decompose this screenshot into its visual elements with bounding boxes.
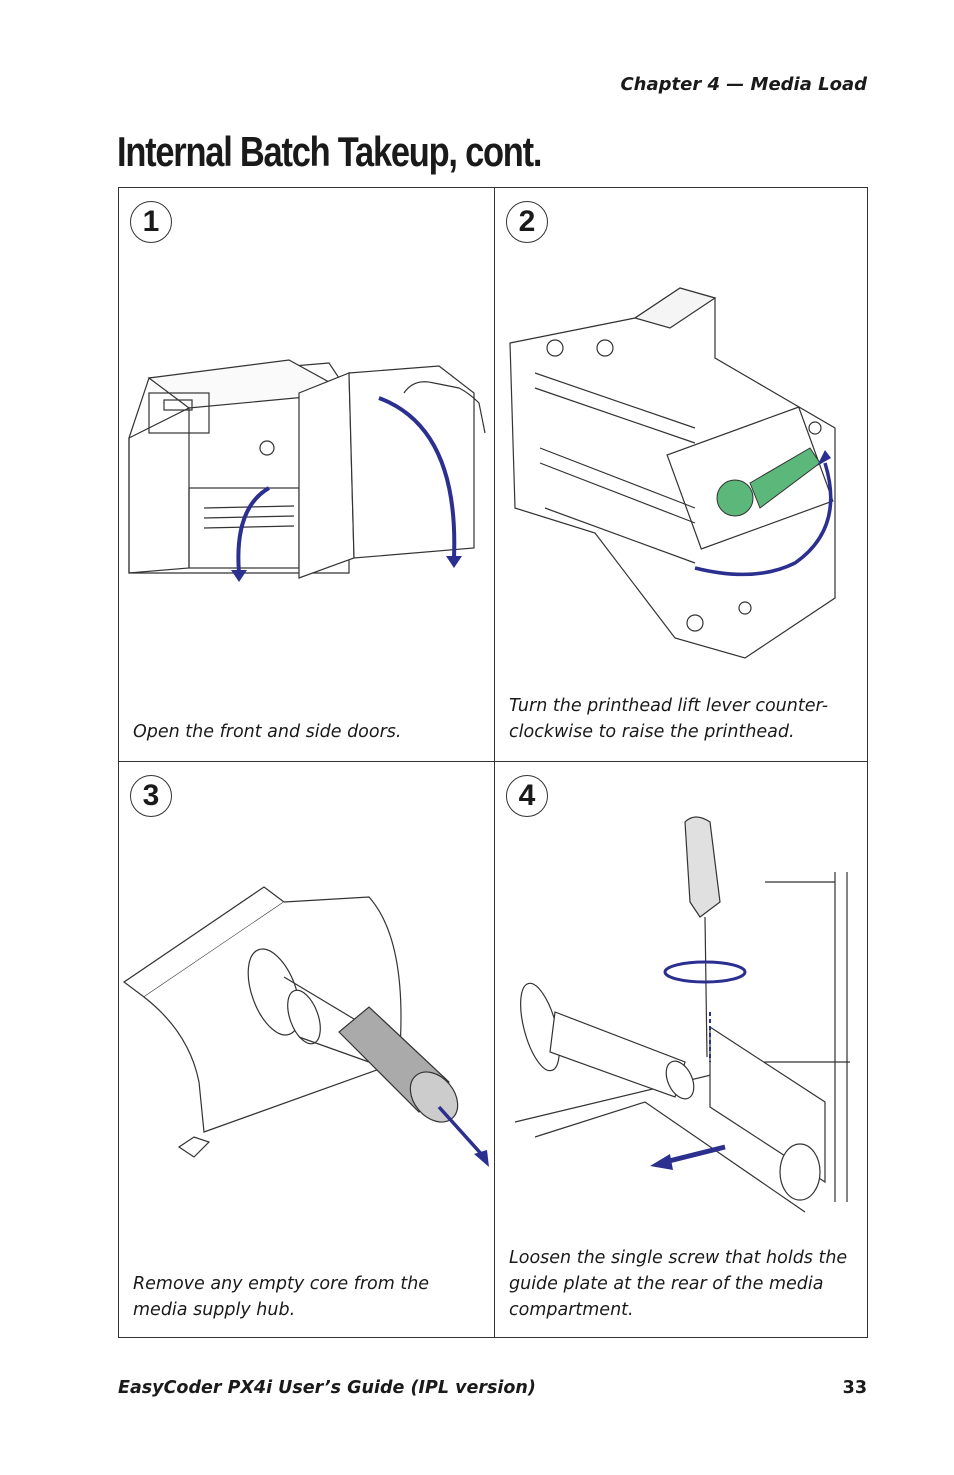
step-1-panel: 1 Open the front and side doors.: [119, 188, 493, 760]
step-2-number: 2: [506, 201, 548, 243]
page-title: Internal Batch Takeup, cont.: [117, 128, 542, 175]
page-number: 33: [842, 1378, 867, 1398]
empty-core-removal-illustration: [122, 886, 489, 1167]
step-1-caption: Open the front and side doors.: [133, 722, 402, 742]
printer-doors-illustration: [128, 359, 486, 582]
grid-divider-vertical: [494, 188, 495, 1337]
step-4-caption: Loosen the single screw that holds the g…: [509, 1248, 848, 1320]
step-3-panel: 3 Remove any empty core from the media s…: [119, 762, 493, 1338]
step-1-number: 1: [130, 201, 172, 243]
step-3-number: 3: [130, 775, 172, 817]
step-3-caption: Remove any empty core from the media sup…: [133, 1274, 430, 1320]
step-4-number: 4: [506, 775, 548, 817]
step-2-caption: Turn the printhead lift lever counter-cl…: [509, 696, 829, 742]
step-4-panel: 4 Loosen the single screw that holds the…: [495, 762, 869, 1338]
step-2-panel: 2 Turn the printhead lift lever counter-…: [495, 188, 869, 760]
printhead-lever-illustration: [509, 287, 836, 659]
footer-guide-title: EasyCoder PX4i User’s Guide (IPL version…: [118, 1378, 536, 1398]
steps-grid: 1 Open the front and side doors.: [118, 187, 868, 1338]
screw-loosening-illustration: [514, 816, 850, 1213]
chapter-header: Chapter 4 — Media Load: [620, 74, 867, 95]
grid-divider-horizontal: [119, 761, 867, 762]
